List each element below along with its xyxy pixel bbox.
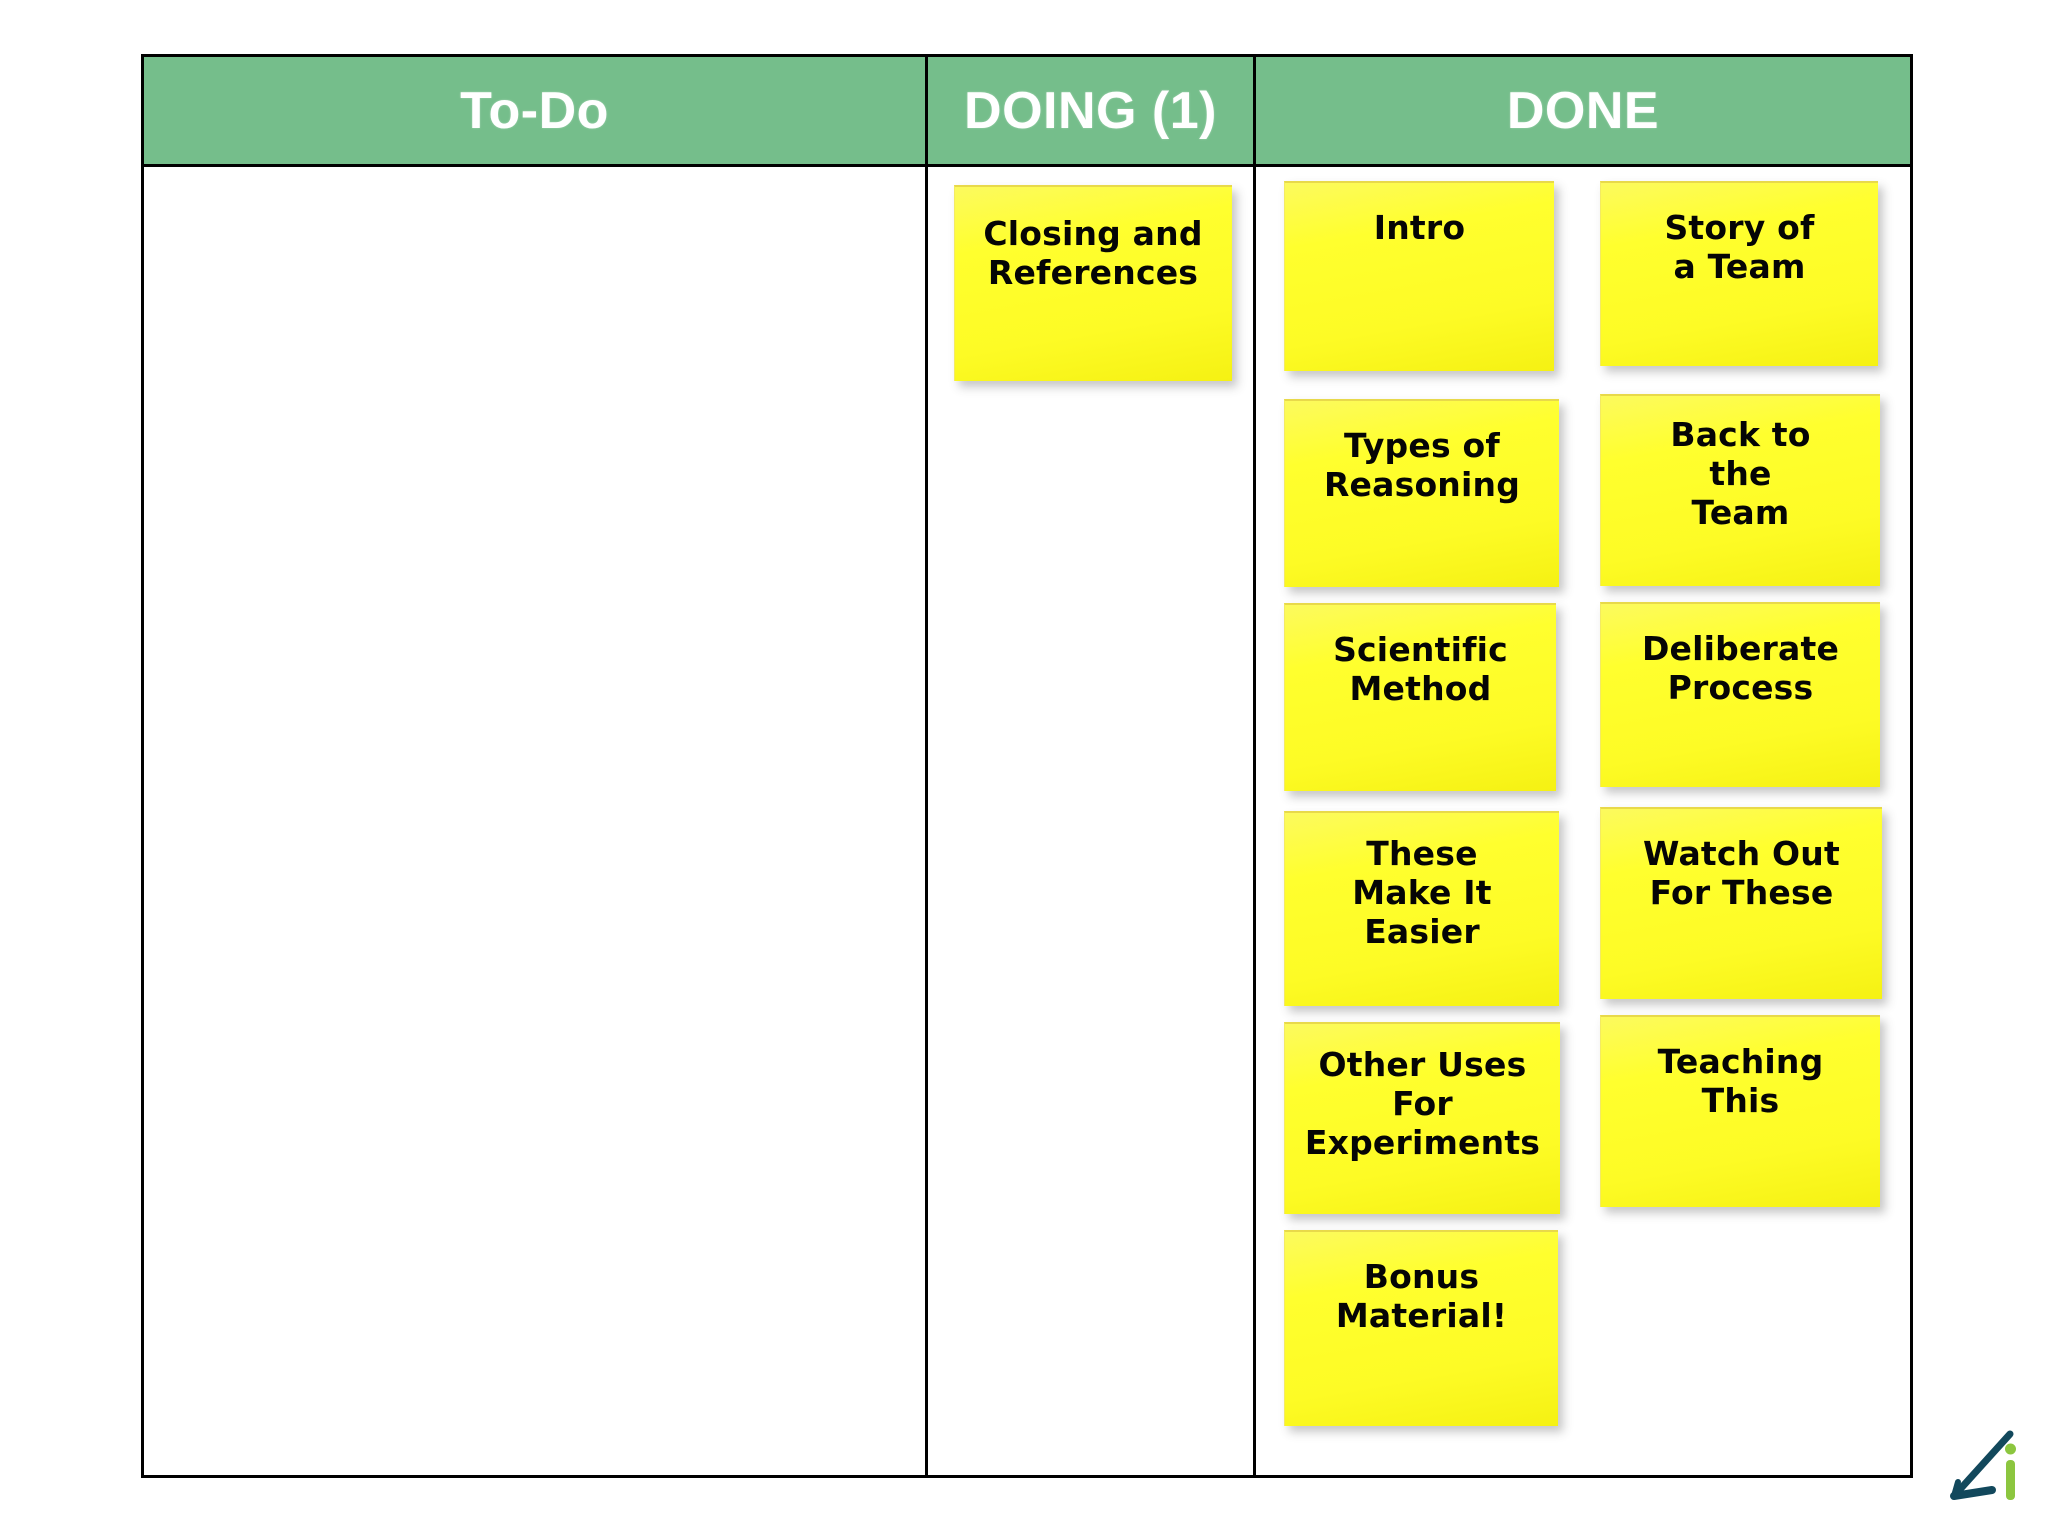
sticky-note[interactable]: Closing and References xyxy=(953,185,1232,381)
sticky-note[interactable]: Types of Reasoning xyxy=(1284,399,1559,587)
spacer xyxy=(1284,587,1560,603)
sticky-note-label: These Make It Easier xyxy=(1352,834,1492,951)
sticky-note-label: Closing and References xyxy=(983,214,1203,292)
spacer xyxy=(1600,787,1882,807)
board-body-row: Closing and References Intro Types of Re… xyxy=(144,167,1910,1475)
corner-logo xyxy=(1936,1420,2032,1516)
sticky-note[interactable]: Intro xyxy=(1284,181,1554,371)
sticky-note[interactable]: Bonus Material! xyxy=(1284,1230,1558,1426)
sticky-note-label: Back to the Team xyxy=(1670,415,1811,532)
logo-letter-i-dot xyxy=(2005,1443,2016,1455)
sticky-note-label: Scientific Method xyxy=(1333,630,1508,708)
column-body-todo[interactable] xyxy=(144,167,925,1475)
spacer xyxy=(1600,366,1882,394)
sticky-note-label: Watch Out For These xyxy=(1643,834,1840,912)
sticky-note[interactable]: Teaching This xyxy=(1600,1015,1880,1207)
spacer xyxy=(1600,999,1882,1015)
board-header-row: To-Do DOING (1) DONE xyxy=(144,57,1910,167)
card-grid-done: Intro Types of Reasoning Scientific Meth… xyxy=(1256,167,1910,1426)
column-header-doing[interactable]: DOING (1) xyxy=(925,57,1253,164)
sticky-note[interactable]: Other Uses For Experiments xyxy=(1284,1022,1560,1214)
logo-letter-i-stem xyxy=(2006,1460,2015,1500)
card-stack-done-right: Story of a Team Back to the Team Deliber… xyxy=(1600,181,1882,1426)
spacer xyxy=(1284,371,1560,399)
sticky-note[interactable]: These Make It Easier xyxy=(1284,811,1559,1006)
spacer xyxy=(1284,1214,1560,1230)
sticky-note[interactable]: Deliberate Process xyxy=(1600,602,1880,787)
sticky-note-label: Teaching This xyxy=(1657,1042,1824,1120)
sticky-note-label: Types of Reasoning xyxy=(1323,426,1521,504)
kanban-board: To-Do DOING (1) DONE Closing and Referen… xyxy=(141,54,1913,1478)
sticky-note-label: Deliberate Process xyxy=(1641,629,1840,707)
sticky-note-label: Bonus Material! xyxy=(1335,1257,1508,1335)
sticky-note-label: Story of a Team xyxy=(1664,208,1815,286)
angle-arrow-icon xyxy=(1950,1430,2016,1500)
card-stack-doing: Closing and References xyxy=(928,167,1253,381)
sticky-note-label: Intro xyxy=(1373,208,1466,247)
card-stack-todo xyxy=(144,167,925,185)
column-header-done[interactable]: DONE xyxy=(1253,57,1910,164)
column-body-doing[interactable]: Closing and References xyxy=(925,167,1253,1475)
sticky-note[interactable]: Scientific Method xyxy=(1284,603,1556,791)
sticky-note-label: Other Uses For Experiments xyxy=(1304,1045,1541,1162)
sticky-note[interactable]: Watch Out For These xyxy=(1600,807,1882,999)
sticky-note[interactable]: Back to the Team xyxy=(1600,394,1880,586)
column-body-done[interactable]: Intro Types of Reasoning Scientific Meth… xyxy=(1253,167,1910,1475)
column-header-todo[interactable]: To-Do xyxy=(144,57,925,164)
sticky-note[interactable]: Story of a Team xyxy=(1600,181,1878,366)
card-stack-done-left: Intro Types of Reasoning Scientific Meth… xyxy=(1284,181,1560,1426)
spacer xyxy=(1284,1006,1560,1022)
spacer xyxy=(1600,586,1882,602)
spacer xyxy=(1284,791,1560,811)
